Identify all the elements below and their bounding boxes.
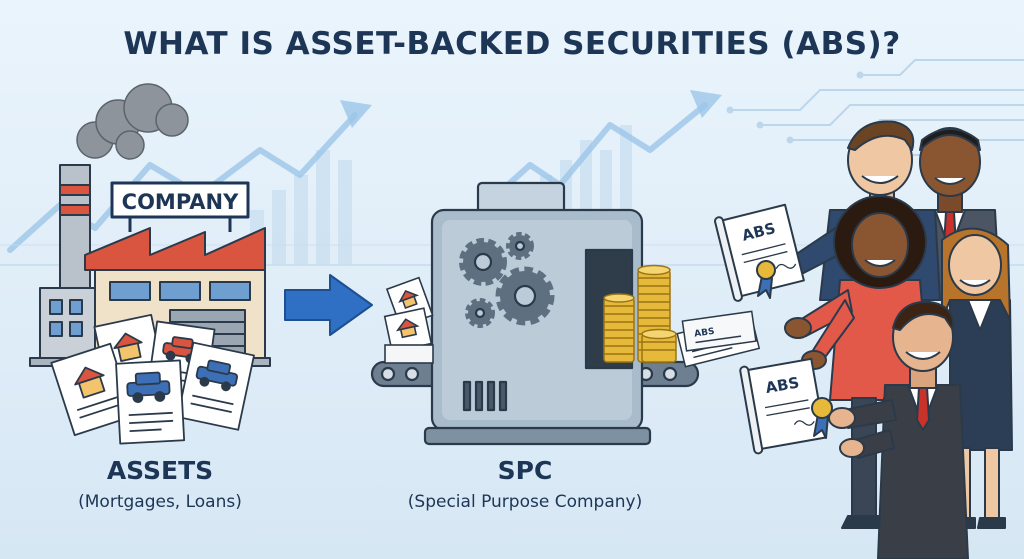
certificate-label: ABS [694,327,716,340]
gear-icon [465,298,495,328]
asset-documents [50,313,255,445]
smoke-cloud [76,83,189,160]
ribbon-icon [811,397,833,439]
page-title: WHAT IS ASSET-BACKED SECURITIES (ABS)? [123,26,901,62]
coin-stack [641,328,677,363]
spc-sublabel: (Special Purpose Company) [407,492,643,512]
output-certificates: ABS [676,310,761,368]
gear-icon [495,266,555,326]
investor-woman-right [941,227,1013,529]
flow-arrow [284,274,373,336]
abs-certificate: ABS [739,357,833,455]
coin-stacks [603,264,677,363]
coin-stack [603,293,635,363]
abs-certificate: ABS [714,203,805,302]
gear-icon [506,232,534,260]
gear-icon [459,238,507,286]
ribbon-icon [756,260,776,299]
investors-group: ABS [714,120,1013,559]
car-icon [195,359,239,392]
machine-vents [462,380,508,412]
input-documents [383,276,434,364]
investor-front [828,300,969,559]
assets-label: ASSETS [106,456,214,485]
spc-label: SPC [497,456,553,485]
car-icon [126,371,171,404]
house-icon [74,366,106,399]
company-sign-text: COMPANY [122,190,239,214]
certificate-label: ABS [764,373,800,397]
assets-sublabel: (Mortgages, Loans) [78,492,242,512]
house-icon [113,332,143,362]
factory-illustration: COMPANY [29,83,271,367]
